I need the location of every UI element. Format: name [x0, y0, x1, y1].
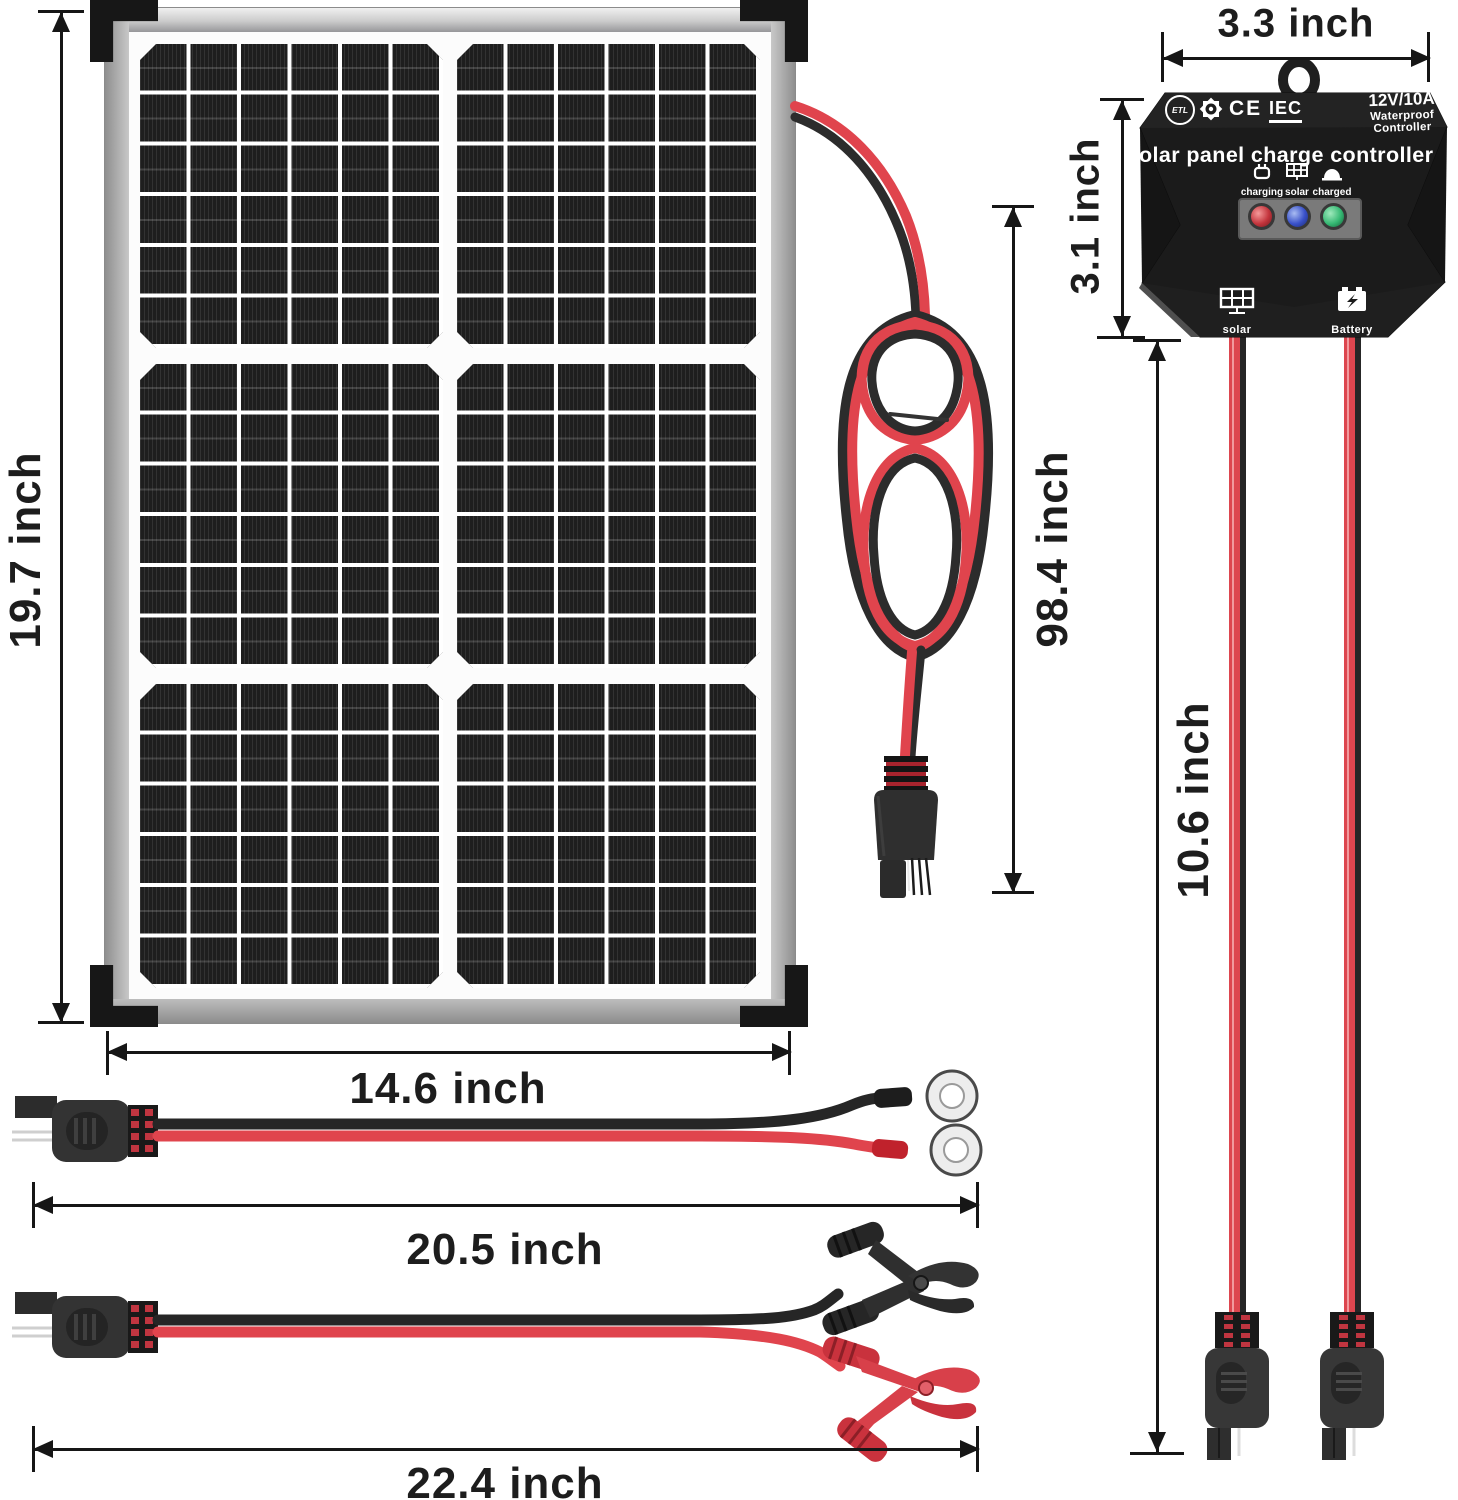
- solar-port: solar: [1197, 287, 1277, 336]
- controller-height-label: 3.1 inch: [1063, 137, 1108, 295]
- led-solar-group: solar: [1269, 163, 1325, 198]
- panel-frame-bottom: [105, 999, 795, 1023]
- ring-cable-length-label: 20.5 inch: [406, 1225, 604, 1274]
- cell-block: [457, 364, 760, 668]
- controller-cables: [1229, 336, 1361, 1314]
- iec-mark: IEC: [1269, 98, 1303, 123]
- solar-panel: [104, 7, 796, 1024]
- panel-sae-connector: [874, 756, 938, 898]
- solar-mini-icon: [1286, 163, 1308, 180]
- ring-terminals: [871, 1069, 983, 1177]
- panel-cable-length-label: 98.4 inch: [1028, 450, 1077, 648]
- cert-starburst-icon: [1199, 97, 1223, 121]
- red-alligator-clip: [822, 1336, 980, 1462]
- panel-width-label: 14.6 inch: [349, 1064, 547, 1113]
- controller-body: [1139, 57, 1448, 338]
- solar-port-icon: [1219, 287, 1255, 314]
- charged-icon: [1322, 169, 1342, 181]
- cell-block: [140, 44, 443, 348]
- ring-cable-wires: [152, 1092, 888, 1154]
- clip-cable-wires: [152, 1288, 846, 1372]
- led-charging-group: charging: [1234, 163, 1290, 198]
- etl-badge-icon: ETL: [1165, 95, 1195, 125]
- panel-height-label: 19.7 inch: [1, 451, 50, 649]
- led-charged-group: charged: [1304, 163, 1360, 198]
- controller-sae-connector-left: [1205, 1312, 1269, 1460]
- led-blue: [1284, 203, 1311, 230]
- clip-cable-sae-connector: [12, 1292, 158, 1358]
- clip-cable-length-label: 22.4 inch: [406, 1459, 604, 1500]
- charge-controller: ETL CE IEC 12V/10A Waterproof Controller…: [1095, 55, 1458, 355]
- cell-block: [140, 364, 443, 668]
- controller-width-label: 3.3 inch: [1217, 1, 1375, 46]
- charging-icon: [1253, 164, 1271, 180]
- battery-port-icon: [1338, 287, 1366, 311]
- cell-block: [457, 44, 760, 348]
- ce-mark: CE: [1229, 97, 1263, 120]
- ring-cable-sae-connector: [12, 1096, 158, 1162]
- solar-cell-area: [140, 44, 760, 988]
- controller-title: solar panel charge controller: [1126, 143, 1434, 167]
- cell-block: [140, 684, 443, 988]
- black-alligator-clip: [822, 1221, 979, 1336]
- controller-cable-length-label: 10.6 inch: [1169, 701, 1218, 899]
- controller-sae-connector-right: [1320, 1312, 1384, 1460]
- led-green: [1320, 203, 1347, 230]
- cell-block: [457, 684, 760, 988]
- panel-frame-left: [105, 8, 129, 1023]
- led-red: [1248, 203, 1275, 230]
- panel-frame-top: [105, 8, 795, 32]
- rating-text: 12V/10A Waterproof Controller: [1368, 88, 1435, 135]
- battery-port: Battery: [1312, 285, 1392, 336]
- panel-frame-right: [771, 8, 795, 1023]
